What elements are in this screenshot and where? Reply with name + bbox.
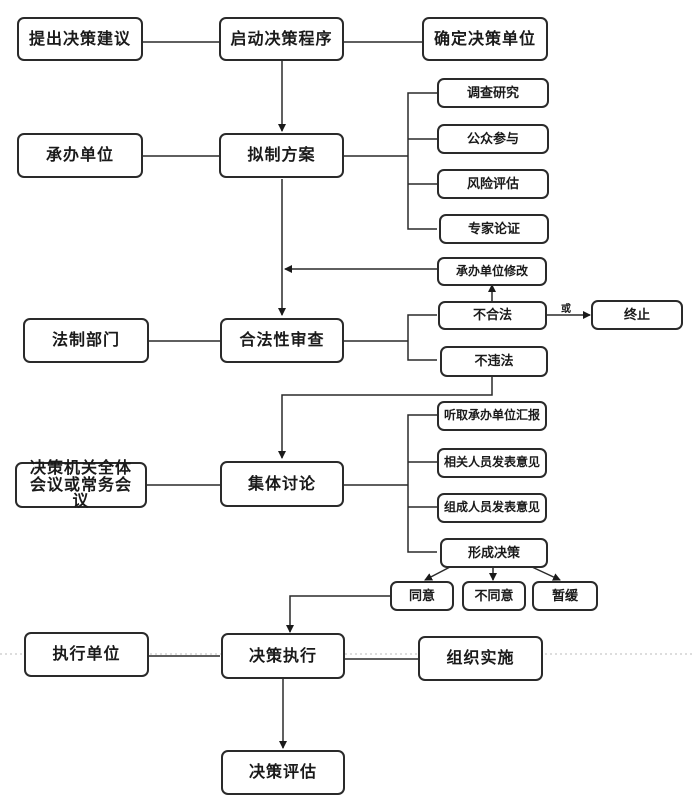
node-collective: 集体讨论: [220, 461, 344, 507]
branch-discussion: [407, 414, 437, 553]
arrow-legal-collective: [278, 376, 493, 459]
node-discussion-step: 组成人员发表意见: [437, 493, 547, 523]
node-legal-dept: 法制部门: [23, 318, 149, 363]
node-execute: 决策执行: [221, 633, 345, 679]
arrow-form-defer: [531, 566, 561, 581]
arrow-agree-execute: [286, 595, 390, 633]
node-start: 启动决策程序: [219, 17, 344, 61]
branch-draft-steps: [407, 92, 437, 230]
node-propose: 提出决策建议: [17, 17, 143, 61]
node-terminate: 终止: [591, 300, 683, 330]
node-legal-review: 合法性审查: [220, 318, 344, 363]
branch-review: [407, 314, 437, 361]
node-confirm-unit: 确定决策单位: [422, 17, 548, 61]
node-outcome-agree: 同意: [390, 581, 454, 611]
node-draft-step: 专家论证: [439, 214, 549, 244]
node-meeting: 决策机关全体会议或常务会议: [15, 459, 147, 509]
node-draft-step: 风险评估: [437, 169, 549, 199]
node-exec-unit: 执行单位: [24, 632, 149, 677]
node-discussion-step: 听取承办单位汇报: [437, 401, 547, 431]
node-revise: 承办单位修改: [437, 257, 547, 286]
node-outcome-disagree: 不同意: [462, 581, 526, 611]
node-illegal: 不合法: [438, 301, 547, 330]
node-evaluate: 决策评估: [221, 750, 345, 795]
arrow-form-agree: [424, 566, 451, 581]
node-draft: 拟制方案: [219, 133, 344, 178]
node-draft-step: 调查研究: [437, 78, 549, 108]
node-organize: 组织实施: [418, 636, 543, 681]
node-draft-step: 公众参与: [437, 124, 549, 154]
node-legal: 不违法: [440, 346, 548, 377]
node-outcome-defer: 暂缓: [532, 581, 598, 611]
or-label: 或: [561, 304, 571, 315]
node-undertaker: 承办单位: [17, 133, 143, 178]
node-discussion-step: 相关人员发表意见: [437, 448, 547, 478]
node-form-decision: 形成决策: [440, 538, 548, 568]
